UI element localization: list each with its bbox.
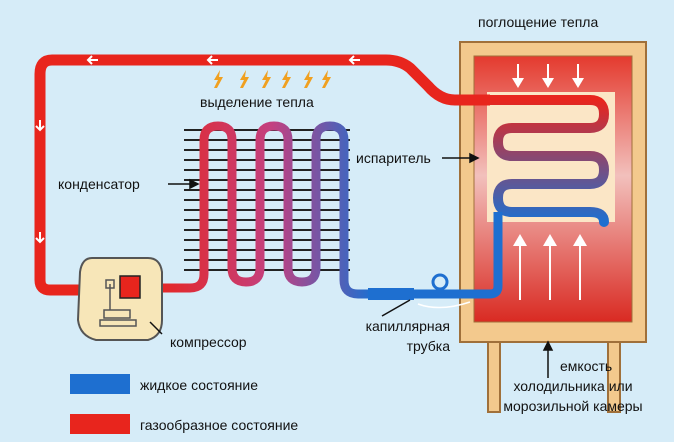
pointer-arrows <box>149 152 554 378</box>
condenser-coil <box>150 121 372 299</box>
label-evaporator: испаритель <box>356 150 431 166</box>
label-container-line2: холодильника или <box>513 378 633 394</box>
label-container: емкость холодильника или морозильной кам… <box>478 358 668 414</box>
label-compressor: компрессор <box>170 334 247 350</box>
legend-label-gas: газообразное состояние <box>140 417 299 433</box>
compressor <box>76 257 163 341</box>
capillary-tube <box>368 273 471 309</box>
evaporator-return-pipe <box>410 212 503 299</box>
legend-label-liquid: жидкое состояние <box>140 377 259 393</box>
hot-gas-line <box>34 54 490 296</box>
heat-absorption-arrows <box>512 64 584 88</box>
label-capillary-line1: капиллярная <box>365 318 450 334</box>
label-capillary-line2: трубка <box>406 338 450 354</box>
label-capillary: капиллярная трубка <box>330 318 450 354</box>
label-container-line1: емкость <box>560 358 613 374</box>
label-container-line3: морозильной камеры <box>503 398 643 414</box>
evaporator-coil <box>465 95 610 227</box>
legend-swatch-liquid <box>70 374 130 394</box>
flow-arrows <box>35 55 360 244</box>
condenser-fins <box>184 129 350 271</box>
legend-swatch-gas <box>70 414 130 434</box>
heat-release-arrows <box>214 70 331 88</box>
label-heat-absorption: поглощение тепла <box>478 14 599 30</box>
cold-air-arrows <box>513 234 587 300</box>
label-heat-release: выделение тепла <box>200 94 314 110</box>
label-condenser: конденсатор <box>58 176 140 192</box>
